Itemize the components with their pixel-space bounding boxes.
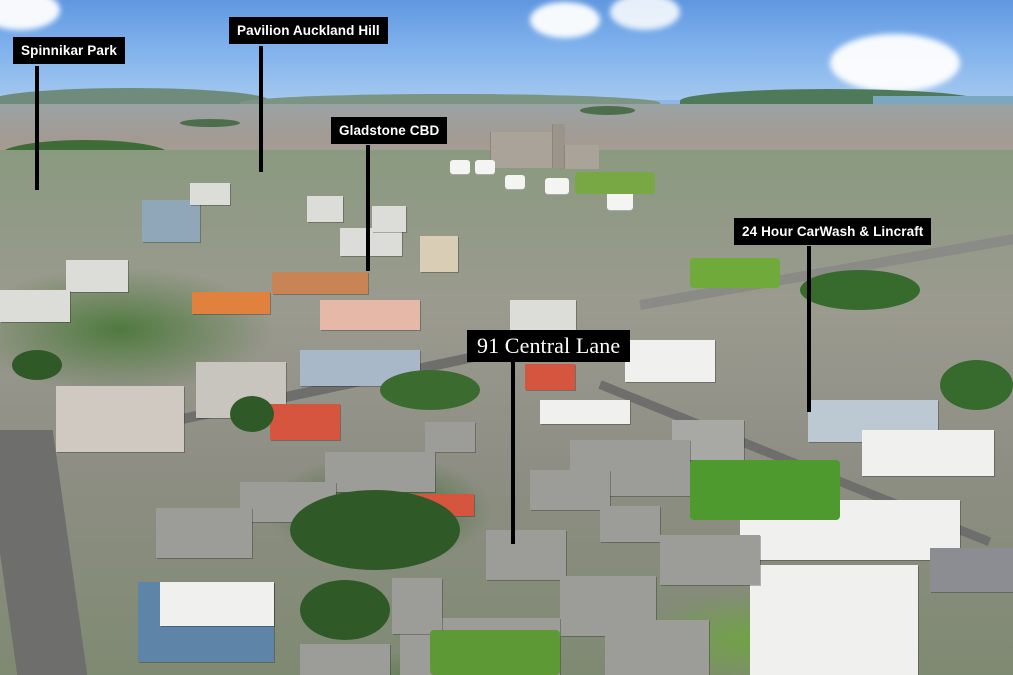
building [605, 620, 709, 675]
building [320, 300, 420, 330]
island [580, 106, 635, 115]
tree-cluster [380, 370, 480, 410]
grain-silos [490, 132, 553, 168]
building [525, 364, 575, 390]
building [160, 582, 274, 626]
island [180, 119, 240, 127]
label-pointer [807, 246, 811, 412]
label-pointer [35, 66, 39, 190]
storage-tank [475, 160, 495, 174]
cloud [610, 0, 680, 30]
storage-tank [607, 190, 633, 210]
tree-cluster [12, 350, 62, 380]
label-carwash-lincraft: 24 Hour CarWash & Lincraft [734, 218, 932, 245]
storage-tank [505, 175, 525, 189]
storage-tank [545, 178, 569, 194]
building [56, 386, 184, 452]
grass-field [575, 172, 655, 194]
building [420, 236, 458, 272]
label-gladstone-cbd: Gladstone CBD [331, 117, 448, 144]
grass-field [430, 630, 560, 675]
grass-field [690, 460, 840, 520]
building [540, 400, 630, 424]
label-pavilion-auckland-hill: Pavilion Auckland Hill [229, 17, 388, 44]
grain-silos [552, 124, 565, 168]
building [372, 206, 406, 232]
label-pointer [259, 46, 263, 172]
building [300, 644, 390, 675]
label-property-address: 91 Central Lane [467, 330, 631, 362]
building [930, 548, 1013, 592]
building [142, 200, 200, 242]
storage-tank [450, 160, 470, 174]
building [66, 260, 128, 292]
label-spinnikar-park: Spinnikar Park [13, 37, 125, 64]
building [192, 292, 270, 314]
tree-cluster [300, 580, 390, 640]
building [862, 430, 994, 476]
building [530, 470, 610, 510]
tree-cluster [290, 490, 460, 570]
building [190, 183, 230, 205]
label-pointer [366, 145, 370, 271]
building [625, 340, 715, 382]
building [325, 452, 435, 492]
building [600, 506, 660, 542]
tree-cluster [800, 270, 920, 310]
building [270, 404, 340, 440]
building [272, 272, 368, 294]
grass-field [690, 258, 780, 288]
tree-cluster [230, 396, 274, 432]
building [392, 578, 442, 634]
building [156, 508, 252, 558]
building [660, 535, 760, 585]
building [486, 530, 566, 580]
building [750, 565, 918, 675]
label-pointer [511, 362, 515, 544]
building [307, 196, 343, 222]
building [0, 290, 70, 322]
building [510, 300, 576, 330]
grain-silos [564, 145, 599, 169]
cloud [530, 2, 600, 38]
building [340, 228, 402, 256]
building [425, 422, 475, 452]
tree-cluster [940, 360, 1013, 410]
cloud [830, 34, 960, 92]
